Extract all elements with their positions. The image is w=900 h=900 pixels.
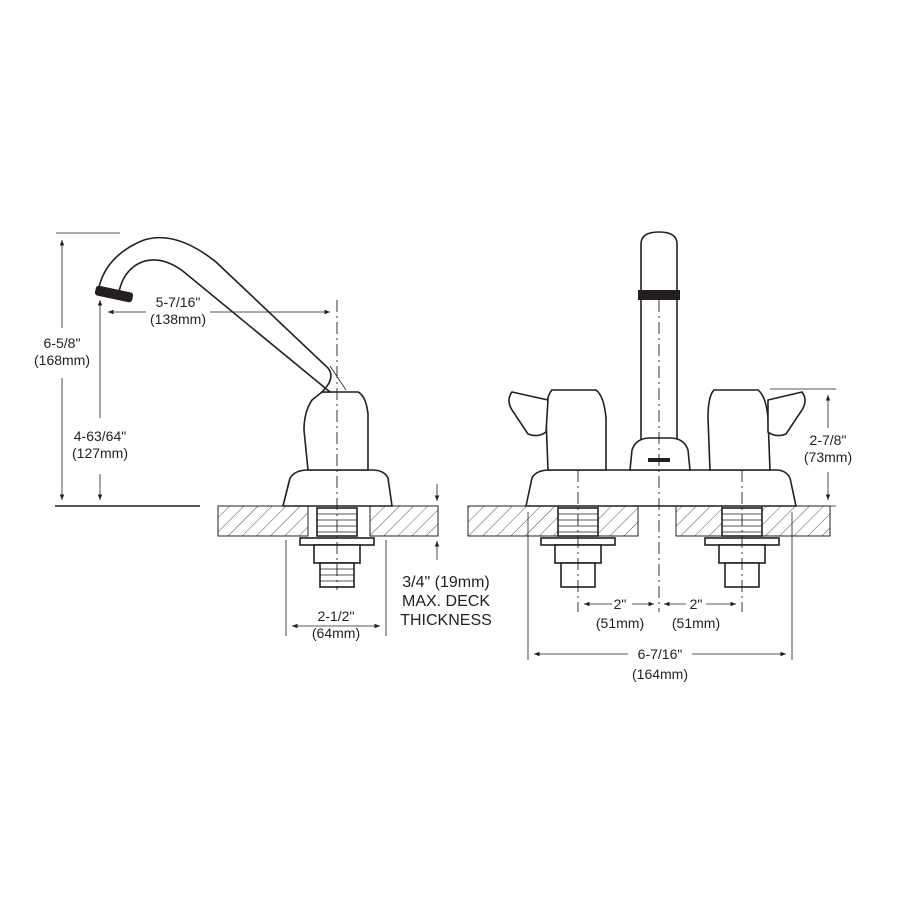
dim-deck-thickness-line2: MAX. DECK (401, 593, 491, 610)
dim-handle-height-mm: (73mm) (803, 449, 853, 465)
front-view (467, 231, 836, 660)
dim-spout-reach: 5-7/16" (138mm) (150, 294, 206, 328)
front-spout (640, 231, 678, 441)
side-deck-left (217, 505, 309, 537)
front-aerator (638, 290, 680, 300)
front-deck-middle (597, 505, 639, 537)
front-right-handle (707, 389, 771, 471)
dim-deck-thickness: 3/4" (19mm) MAX. DECK THICKNESS (400, 573, 492, 630)
dim-height-total-mm: (168mm) (33, 352, 91, 368)
dim-center-left-inch: 2" (613, 596, 627, 612)
dim-handle-height-inch: 2-7/8" (809, 432, 847, 448)
front-base (525, 469, 797, 507)
front-deck-center (675, 505, 723, 537)
dim-center-left: 2" (51mm) (596, 596, 644, 632)
side-deck-right (369, 505, 439, 537)
dim-center-right-inch: 2" (689, 596, 703, 612)
dim-overall-width-inch: 6-7/16" (637, 646, 683, 662)
dim-base-width-mm: (64mm) (311, 625, 361, 641)
side-aerator (94, 285, 134, 303)
side-spout (97, 236, 333, 393)
dim-center-right: 2" (51mm) (672, 596, 720, 632)
dim-spout-height-inch: 4-63/64" (73, 428, 127, 444)
dim-overall-width-mm: (164mm) (631, 666, 689, 682)
dim-deck-thickness-line3: THICKNESS (400, 612, 492, 629)
dim-spout-reach-mm: (138mm) (149, 311, 207, 327)
dim-spout-height-mm: (127mm) (71, 445, 129, 461)
front-deck-right (761, 505, 831, 537)
side-body (303, 391, 369, 471)
dim-height-total: 6-5/8" (168mm) (34, 335, 90, 369)
dim-base-width-inch: 2-1/2" (317, 608, 355, 624)
side-base (281, 469, 393, 507)
dim-handle-height: 2-7/8" (73mm) (804, 432, 852, 466)
dim-center-left-mm: (51mm) (595, 615, 645, 631)
dim-spout-reach-inch: 5-7/16" (155, 294, 201, 310)
dim-base-width: 2-1/2" (64mm) (312, 608, 360, 642)
dim-center-right-mm: (51mm) (671, 615, 721, 631)
dim-height-total-inch: 6-5/8" (43, 335, 81, 351)
front-deck-left (467, 505, 559, 537)
dim-spout-height: 4-63/64" (127mm) (72, 428, 128, 462)
front-left-handle (545, 389, 607, 471)
dim-deck-thickness-line1: 3/4" (19mm) (402, 574, 490, 591)
dim-overall-width: 6-7/16" (164mm) (632, 646, 688, 683)
side-view (55, 232, 440, 636)
